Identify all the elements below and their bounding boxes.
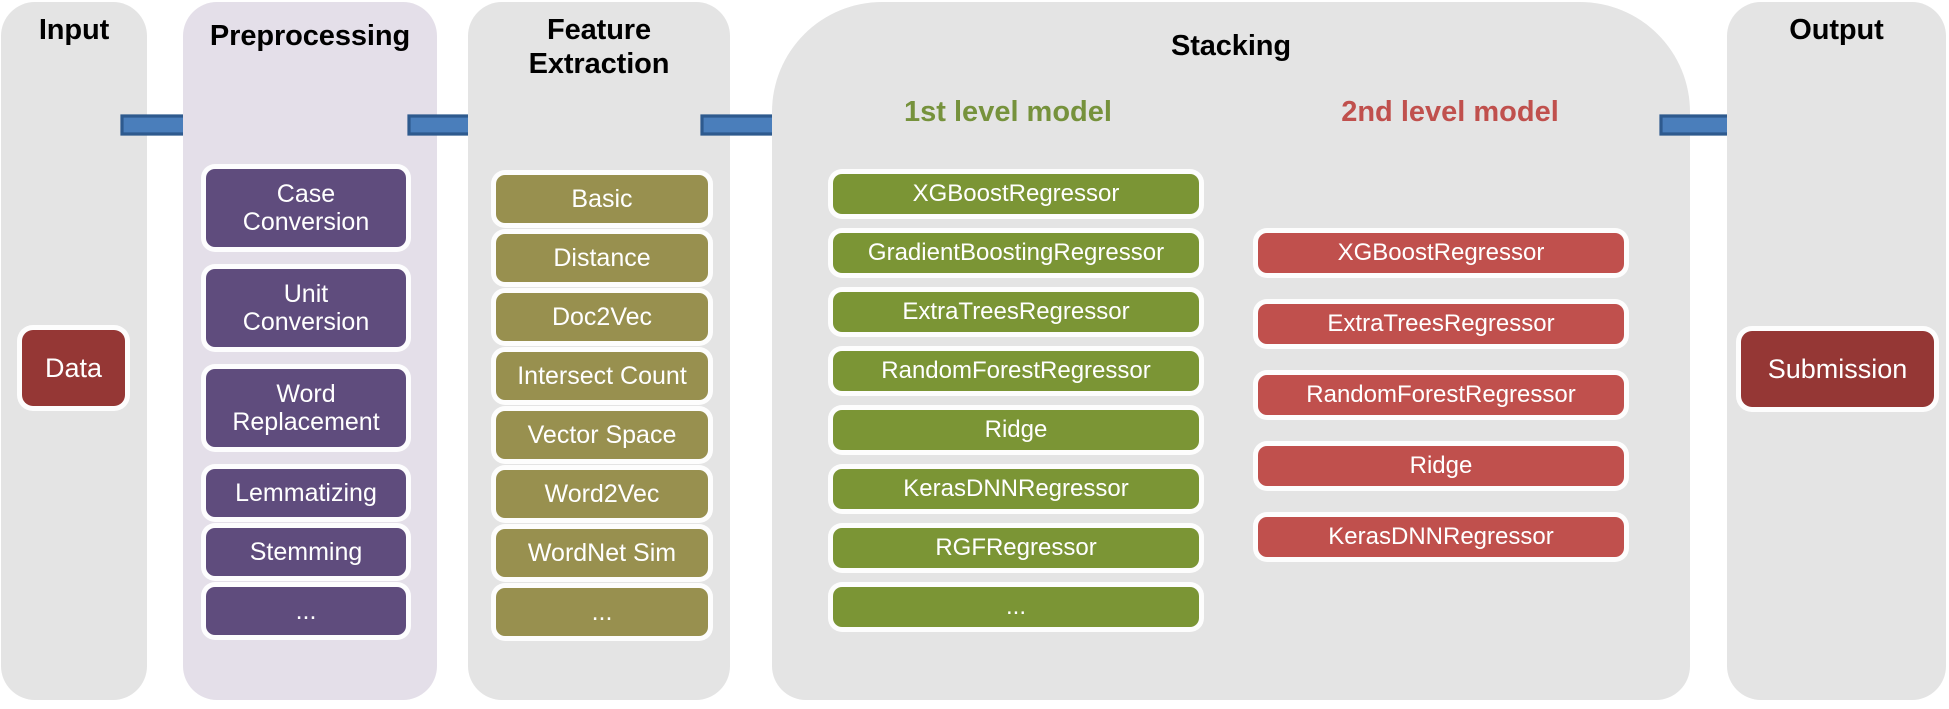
stage-panel-preprocessing (183, 2, 437, 700)
pill-l2-randomforestregressor[interactable]: RandomForestRegressor (1258, 375, 1624, 415)
pill-wordnet-sim[interactable]: WordNet Sim (496, 529, 708, 577)
pill-feature-extraction-more[interactable]: ... (496, 588, 708, 636)
pill-preprocessing-more[interactable]: ... (206, 587, 406, 635)
pill-l1-rgfregressor[interactable]: RGFRegressor (833, 528, 1199, 568)
pill-distance[interactable]: Distance (496, 234, 708, 282)
stage-title-stacking: Stacking (1170, 30, 1292, 62)
pill-l2-extratreesregressor[interactable]: ExtraTreesRegressor (1258, 304, 1624, 344)
pill-vector-space[interactable]: Vector Space (496, 411, 708, 459)
pill-l2-xgboostregressor[interactable]: XGBoostRegressor (1258, 233, 1624, 273)
stage-title-output: Output (1789, 14, 1884, 46)
stacking-heading-level1: 1st level model (904, 96, 1112, 128)
stage-panel-feature-extraction (468, 2, 730, 700)
pill-basic[interactable]: Basic (496, 175, 708, 223)
stage-title-preprocessing: Preprocessing (209, 20, 411, 52)
pill-l1-more[interactable]: ... (833, 587, 1199, 627)
pill-l1-xgboostregressor[interactable]: XGBoostRegressor (833, 174, 1199, 214)
pill-l1-ridge[interactable]: Ridge (833, 410, 1199, 450)
pill-doc2vec[interactable]: Doc2Vec (496, 293, 708, 341)
pill-l2-ridge[interactable]: Ridge (1258, 446, 1624, 486)
pill-data[interactable]: Data (22, 330, 125, 406)
stage-title-feature-extraction: Feature Extraction (528, 14, 670, 80)
stacking-heading-level2: 2nd level model (1341, 96, 1559, 128)
pill-l2-kerasdnnregressor[interactable]: KerasDNNRegressor (1258, 517, 1624, 557)
pill-lemmatizing[interactable]: Lemmatizing (206, 469, 406, 517)
pill-word-replacement[interactable]: Word Replacement (206, 369, 406, 447)
pill-l1-kerasdnnregressor[interactable]: KerasDNNRegressor (833, 469, 1199, 509)
stage-title-input: Input (38, 14, 110, 46)
pill-word2vec[interactable]: Word2Vec (496, 470, 708, 518)
pill-unit-conversion[interactable]: Unit Conversion (206, 269, 406, 347)
pill-l1-gradientboostingregressor[interactable]: GradientBoostingRegressor (833, 233, 1199, 273)
pill-l1-randomforestregressor[interactable]: RandomForestRegressor (833, 351, 1199, 391)
pill-intersect-count[interactable]: Intersect Count (496, 352, 708, 400)
pill-submission[interactable]: Submission (1741, 331, 1934, 407)
pill-case-conversion[interactable]: Case Conversion (206, 169, 406, 247)
pill-stemming[interactable]: Stemming (206, 528, 406, 576)
pill-l1-extratreesregressor[interactable]: ExtraTreesRegressor (833, 292, 1199, 332)
